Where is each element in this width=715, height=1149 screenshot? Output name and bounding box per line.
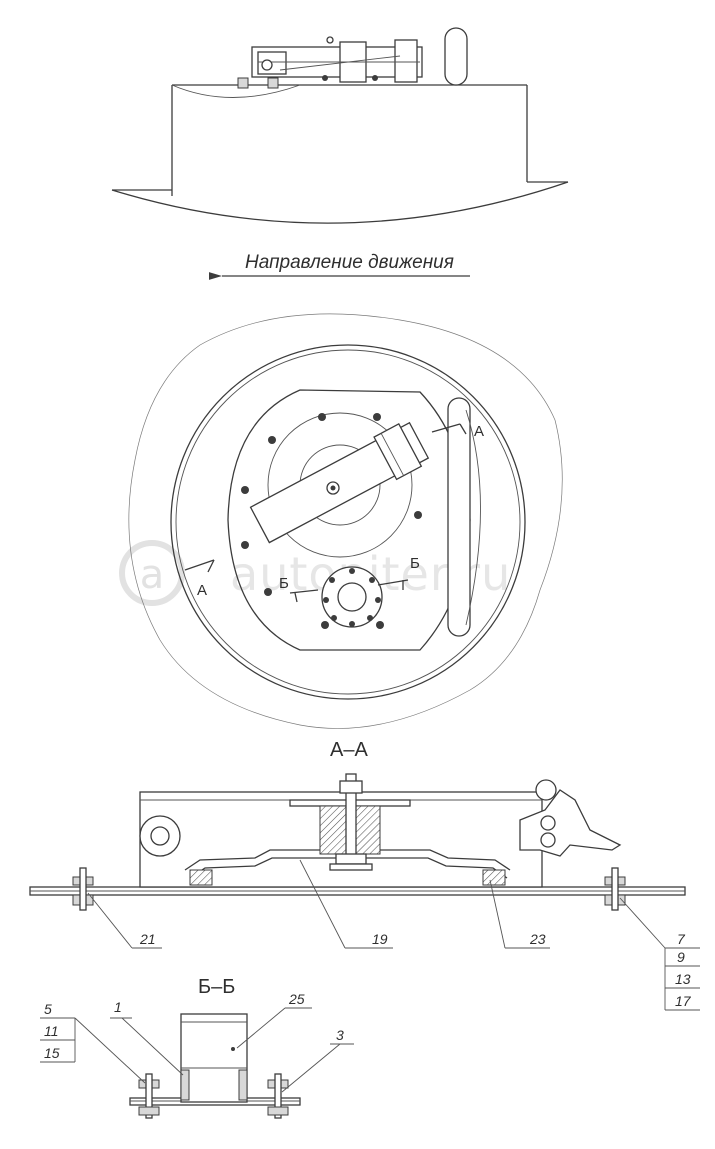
direction-label: Направление движения [245, 252, 454, 273]
section-mark-b-left: Б [279, 575, 289, 592]
section-mark-a-top: А [474, 423, 484, 440]
callout-1: 1 [114, 999, 122, 1015]
callout-11: 11 [44, 1023, 59, 1039]
direction-indicator: Направление движения [209, 252, 470, 280]
callout-25: 25 [288, 991, 305, 1007]
svg-text:a: a [140, 552, 165, 598]
callout-15: 15 [44, 1045, 60, 1061]
callout-5: 5 [44, 1001, 52, 1017]
callout-21: 21 [139, 931, 156, 947]
callout-13: 13 [675, 971, 691, 987]
plan-view: А А Б Б [128, 313, 563, 729]
section-mark-a-bottom: А [197, 582, 207, 599]
section-aa: А–А 21 19 23 [29, 739, 700, 1011]
callout-7: 7 [677, 931, 686, 947]
section-bb-title: Б–Б [198, 976, 235, 998]
callout-19: 19 [372, 931, 388, 947]
section-bb: Б–Б 5 11 15 1 25 3 [40, 976, 354, 1119]
callout-9: 9 [677, 949, 685, 965]
section-mark-b-right: Б [410, 555, 420, 572]
section-aa-title: А–А [330, 739, 368, 761]
callout-3: 3 [336, 1027, 344, 1043]
callout-17: 17 [675, 993, 692, 1009]
side-view [111, 27, 569, 224]
callout-23: 23 [529, 931, 546, 947]
